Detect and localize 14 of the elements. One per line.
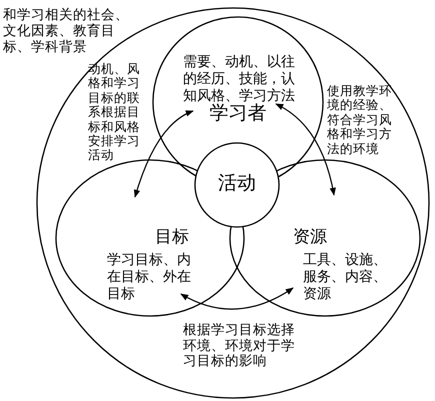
- circle-node: [194, 142, 280, 228]
- node-title: 学习者: [208, 102, 268, 125]
- goal-description: 学习目标、内在目标、外在目标: [107, 252, 192, 302]
- node-title: 资源: [293, 227, 328, 248]
- edge-label: 使用教学环境的经验、符合学习风格和学习方法的环境: [327, 84, 393, 156]
- edge-label: 根据学习目标选择环境、环境对于学习目标的影响: [183, 323, 296, 370]
- double-arrow: [180, 288, 294, 310]
- resource-description: 工具、设施、服务、内容、资源: [303, 252, 388, 302]
- node-title: 目标: [155, 227, 190, 248]
- double-arrow: [275, 103, 336, 196]
- double-arrow: [134, 110, 194, 198]
- context-text: 和学习相关的社会、文化因素、教育目标、学科背景: [3, 7, 130, 56]
- learner-description: 需要、动机、以往的经历、技能，认知风格、学习方法: [183, 54, 296, 104]
- node-title: 活动: [217, 172, 257, 195]
